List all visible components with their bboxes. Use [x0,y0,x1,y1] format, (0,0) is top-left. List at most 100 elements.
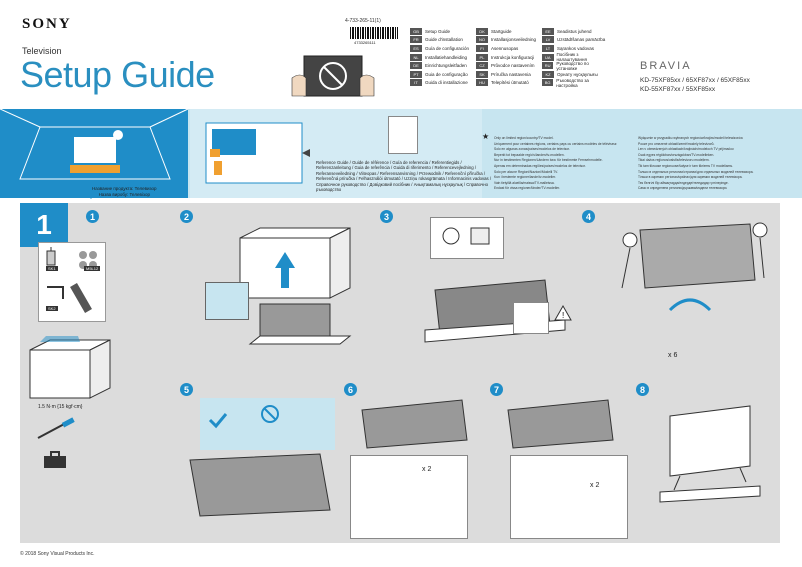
part-label-sk2: SK2 [46,306,58,311]
part-label-sk1: SK1 [46,266,58,271]
no-touch-screen-illustration [290,48,376,102]
language-name: Guía de configuración [425,45,470,51]
page-title: Setup Guide [20,54,215,95]
region-note: Solo en algunas zonas/países/modelos de … [494,147,570,152]
language-name: Setup Guide [425,28,451,34]
language-name: Seadistus juhend [557,28,592,34]
language-name: Guide d'installation [425,37,463,43]
model-line-1: KD-75XF85xx / 65XF87xx / 65XF85xx [640,77,750,84]
model-line-2: KD-55XF87xx / 55XF85xx [640,86,716,93]
language-code: DE [410,62,422,70]
region-note: Solo per alcune Regioni/Nazioni/Modelli … [494,169,558,174]
region-note: Only on limited region/country/TV model. [494,136,554,140]
language-name: Príručka nastavenia [491,71,531,77]
language-code: DK [476,27,488,35]
stand-detail-7 [510,455,628,539]
hand-detail-panel [205,282,249,320]
language-name: Startguide [491,28,512,34]
region-note: Pouze pro omezené oblasti/země/modely te… [638,141,715,146]
language-code: HU [476,79,488,87]
language-name: Орнату нұсқаулығы [557,71,598,77]
region-note: Только в отдельных регионах/странах/для … [638,169,754,174]
language-name: Installatiehandleiding [425,54,468,60]
region-note: Endast för vissa regioner/länder/TV-mode… [494,186,560,191]
language-name: Руководство по установке [556,60,589,71]
part-label-m5l12: M5L12 [84,266,101,271]
language-code: PL [476,53,488,61]
region-note: Само в определени региони/държави/модели… [638,186,728,191]
region-note: Vain tietyillä alueilla/maissa/TV-mallei… [494,180,555,185]
substep-3-marker: 3 [380,210,393,223]
language-code: SK [476,70,488,78]
language-code: GB [410,27,422,35]
tv-corner-detail [513,302,549,334]
region-note: Nur in bestimmten Regionen/Ländern bzw. … [494,158,603,163]
language-code: FI [476,44,488,52]
series-name: BRAVIA [640,60,692,72]
room-illustration [0,108,189,198]
screw-count-6: x 2 [422,466,432,473]
language-code: EE [542,27,554,35]
substep-1-marker: 1 [86,210,99,223]
language-code: UA [542,53,554,61]
repeat-count: x 6 [668,352,678,359]
region-note: Apenas em determinadas regiões/países/mo… [494,163,586,168]
region-note: Beperkt tot bepaalde regio's/landen/tv-m… [494,152,565,157]
reference-guide-text: Reference Guide / Guide de référence / G… [316,160,492,193]
substep-5-marker: 5 [180,383,193,396]
language-name: Instrukcja konfiguracji [491,54,535,60]
region-note: Тільки в окремих регіонах/країнах/для ок… [638,175,743,180]
barcode [350,27,398,39]
language-name: Installasjonsveiledning [491,37,537,43]
language-code: FR [410,36,422,44]
substep-4-marker: 4 [582,210,595,223]
substep-8-marker: 8 [636,383,649,396]
language-name: Guida di installazione [425,80,468,86]
language-name: Guia de configuração [425,71,468,77]
region-note: Wyłącznie w przypadku wybranych regionów… [638,136,744,140]
language-code: LV [542,36,554,44]
language-code: RU [542,62,554,70]
stand-detail-6 [350,455,468,539]
language-name: Asennusopas [491,45,519,51]
reference-guide-document [388,116,418,154]
language-code: ES [410,44,422,52]
substep-2-marker: 2 [180,210,193,223]
language-name: Посібник з налаштування [556,52,587,63]
region-note: Csak egyes régiókban/országokban/TV-mode… [638,152,715,157]
product-category: Television [22,46,62,56]
language-code: IT [410,79,422,87]
region-notes-left: Only on limited region/country/TV model.… [494,136,624,192]
language-code: PT [410,70,422,78]
language-name: Uzstādīšanas pamācība [557,37,606,43]
star-icon: ★ [482,132,490,141]
language-code: LT [542,44,554,52]
region-notes-right: Wyłącznie w przypadku wybranych regionów… [638,136,788,192]
region-note: Uniquement pour certaines régions, certa… [494,141,618,146]
language-name: Ръководство за настройка [556,77,589,88]
language-code: BG [542,79,554,87]
barcode-number: 4733265111 [354,40,376,45]
language-code: CZ [476,62,488,70]
region-note: Len v obmedzených oblastiach/krajinách/m… [638,147,735,152]
language-code: NL [410,53,422,61]
